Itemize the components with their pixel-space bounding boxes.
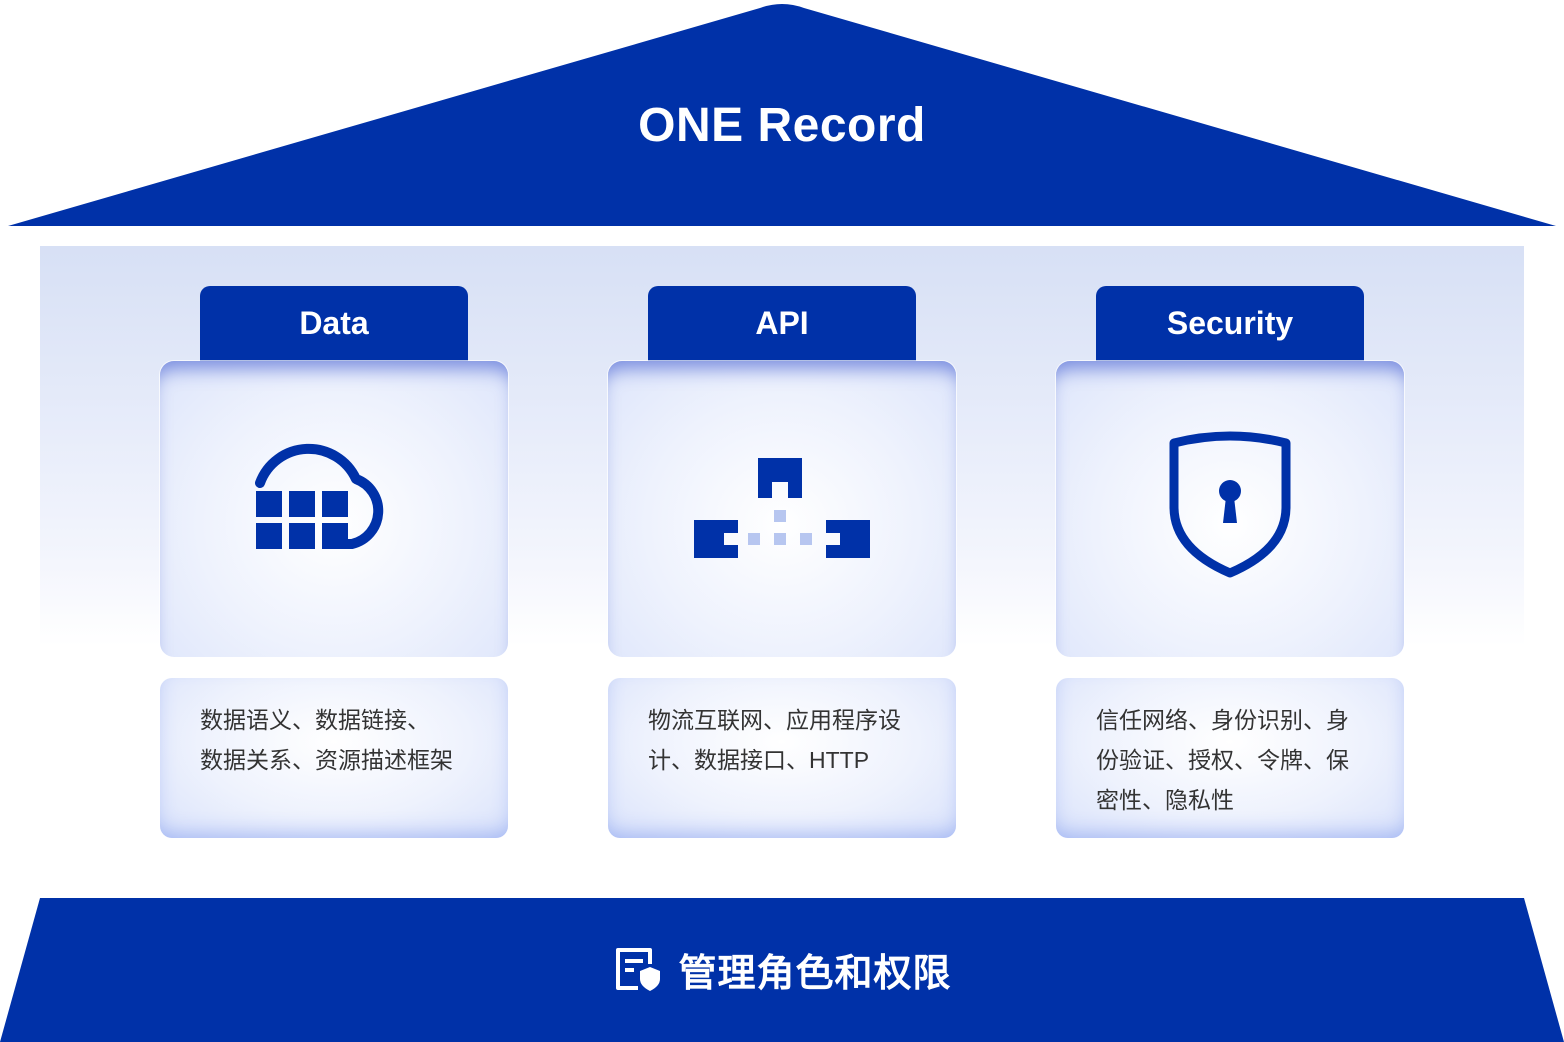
desc-line: 份验证、授权、令牌、保 xyxy=(1096,747,1349,773)
pillar-card-data xyxy=(160,361,508,657)
pillar-desc-api: 物流互联网、应用程序设 计、数据接口、HTTP xyxy=(608,678,956,838)
roof-title: ONE Record xyxy=(638,99,926,152)
pillar-tab-security: Security xyxy=(1096,286,1364,362)
roof-shape xyxy=(8,4,1556,226)
desc-line: 数据语义、数据链接、 xyxy=(200,707,430,733)
base-shape xyxy=(0,898,1564,1042)
pillar-security: Security 信任网络、身份识别、身 份验证、授权、令牌、保 密性、隐私性 xyxy=(1056,286,1404,838)
pillar-tab-data: Data xyxy=(200,286,468,362)
pillar-card-security xyxy=(1056,361,1404,657)
pillar-desc-data: 数据语义、数据链接、 数据关系、资源描述框架 xyxy=(160,678,508,838)
pillar-card-api xyxy=(608,361,956,657)
pillar-tab-api: API xyxy=(648,286,916,362)
desc-line: 密性、隐私性 xyxy=(1096,787,1234,813)
desc-line: 信任网络、身份识别、身 xyxy=(1096,707,1349,733)
cloud-grid-icon xyxy=(255,443,384,549)
pillar-data: Data 数据语义、数据链接、 数据关系、资源描述框架 xyxy=(160,286,508,838)
desc-line: 数据关系、资源描述框架 xyxy=(200,747,453,773)
desc-line: 物流互联网、应用程序设 xyxy=(648,707,901,733)
base-title: 管理角色和权限 xyxy=(678,952,952,995)
shield-lock-icon xyxy=(1169,431,1291,578)
network-nodes-icon xyxy=(694,458,870,558)
base-label: 管理角色和权限 xyxy=(0,942,1564,996)
document-shield-icon xyxy=(616,948,661,991)
desc-line: 计、数据接口、HTTP xyxy=(648,747,870,773)
pillar-desc-security: 信任网络、身份识别、身 份验证、授权、令牌、保 密性、隐私性 xyxy=(1056,678,1404,838)
pillar-api: API 物流互联网、应用程序设 计、数据接口、HTTP xyxy=(608,286,956,838)
